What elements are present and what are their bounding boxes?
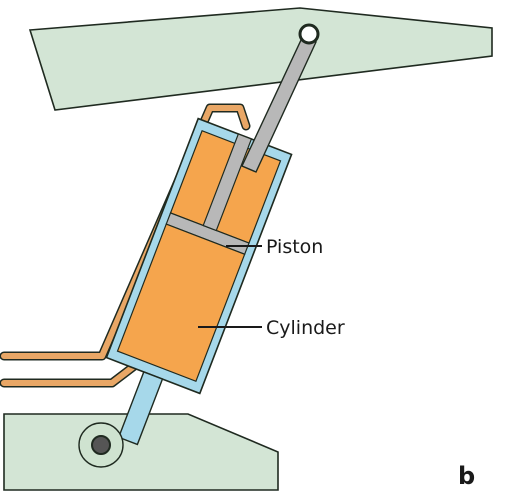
top-structure <box>28 7 493 111</box>
cylinder-assembly <box>105 117 293 446</box>
piston-rod-inner <box>202 133 253 232</box>
upper-tube-fill <box>1 105 249 359</box>
pivot-circle-icon <box>78 422 124 468</box>
cylinder-label: Cylinder <box>266 317 345 339</box>
bottom-structure <box>3 413 279 491</box>
lower-rod <box>117 371 164 446</box>
fluid-lower <box>116 223 246 382</box>
pivot-circle-icon <box>298 23 320 45</box>
piston-label: Piston <box>266 236 323 258</box>
panel-letter: b <box>458 462 475 490</box>
